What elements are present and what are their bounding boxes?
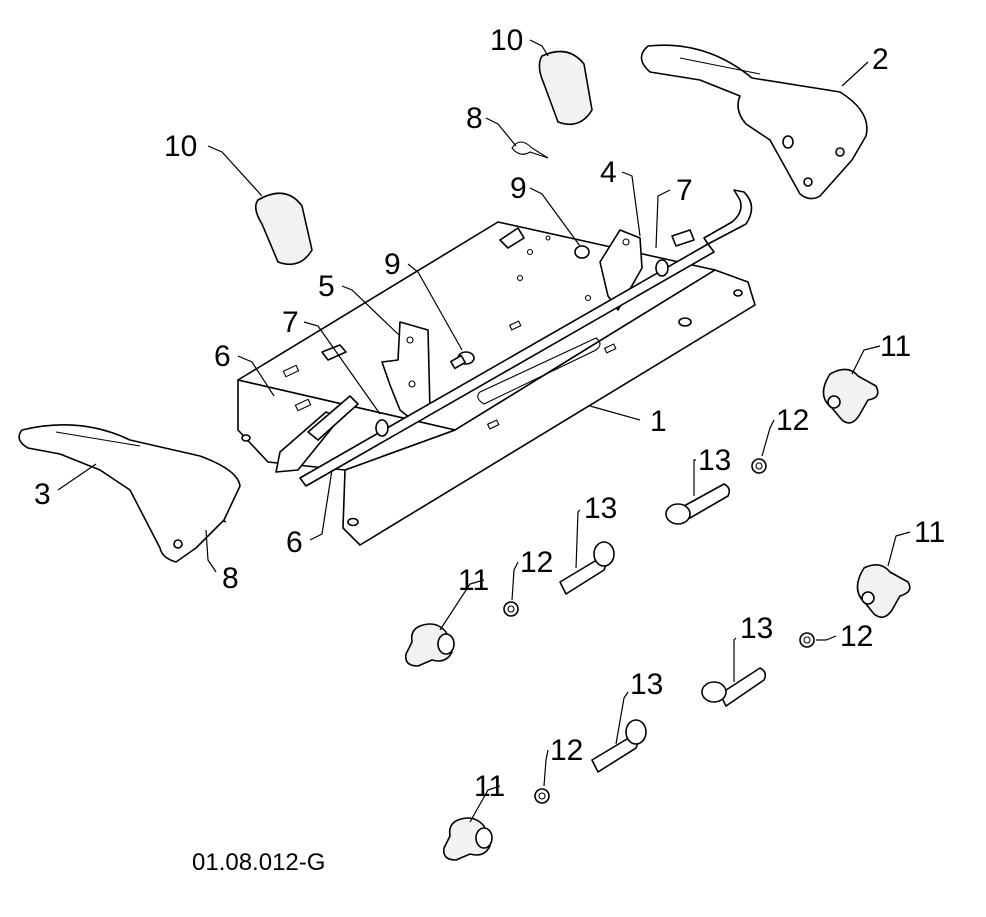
callout-6-lower: 6 <box>286 526 303 559</box>
bracket-plate-part-5 <box>381 321 431 419</box>
callout-13-middle: 13 <box>584 492 617 525</box>
drawing-code: 01.08.012-G <box>192 849 325 876</box>
callout-6-upper: 6 <box>214 340 231 373</box>
callout-10-right: 10 <box>490 24 523 57</box>
callout-5: 5 <box>318 270 335 303</box>
callout-12-right: 12 <box>840 620 873 653</box>
lever-part-3 <box>18 424 241 563</box>
callout-9-left: 9 <box>384 248 401 281</box>
left-lever-mechanism <box>275 395 359 473</box>
carriage-bolt-part-13-c <box>701 667 767 707</box>
callout-11-middle-left: 11 <box>458 564 489 597</box>
callout-8-left: 8 <box>222 562 239 595</box>
washer-part-12-d <box>534 788 550 804</box>
callout-11-lower-right: 11 <box>914 516 945 549</box>
star-knob-part-11-b <box>856 564 911 618</box>
lever-part-2 <box>640 44 868 200</box>
star-knob-part-11-a <box>822 368 879 424</box>
callout-3: 3 <box>34 478 51 511</box>
callout-7-left: 7 <box>282 306 299 339</box>
callout-8-top: 8 <box>466 102 483 135</box>
callout-13-bottom: 13 <box>630 668 663 701</box>
callout-10-left: 10 <box>164 130 197 163</box>
main-bracket-part-1 <box>237 221 756 546</box>
callout-7-right: 7 <box>676 174 693 207</box>
callout-13-right: 13 <box>740 612 773 645</box>
clip-part-7-a <box>321 344 347 361</box>
callout-12-middle: 12 <box>520 546 553 579</box>
star-knob-part-11-d <box>442 817 493 861</box>
callout-12-upper: 12 <box>776 404 809 437</box>
callout-12-bottom: 12 <box>550 734 583 767</box>
leader-lines <box>57 39 911 823</box>
right-lever-plate-part-4 <box>599 229 643 311</box>
callout-4: 4 <box>600 156 617 189</box>
callout-1: 1 <box>650 405 667 438</box>
washer-part-12-c <box>799 632 815 648</box>
rod-shaft <box>299 189 753 487</box>
callout-2: 2 <box>872 43 889 76</box>
lever-knob-part-10-right <box>538 50 593 126</box>
hair-pin-part-8-top <box>511 141 549 159</box>
callout-9-right: 9 <box>510 172 527 205</box>
washer-part-12-a <box>751 458 767 474</box>
pin-part-9-a <box>450 351 475 370</box>
callout-11-upper-right: 11 <box>880 330 911 363</box>
clip-part-7-b <box>499 227 695 249</box>
carriage-bolt-part-13-a <box>665 483 731 525</box>
callout-labels: 1 2 3 4 5 6 6 7 7 8 8 9 9 10 10 11 11 11… <box>34 24 945 803</box>
star-knob-part-11-c <box>404 623 455 667</box>
lever-knob-part-10-left <box>254 192 313 266</box>
callout-11-bottom: 11 <box>474 770 505 803</box>
callout-13-upper: 13 <box>698 444 731 477</box>
carriage-bolt-part-13-d <box>591 719 647 773</box>
carriage-bolt-part-13-b <box>559 541 615 595</box>
washer-part-12-b <box>503 601 519 617</box>
pin-part-9-b <box>574 245 590 259</box>
